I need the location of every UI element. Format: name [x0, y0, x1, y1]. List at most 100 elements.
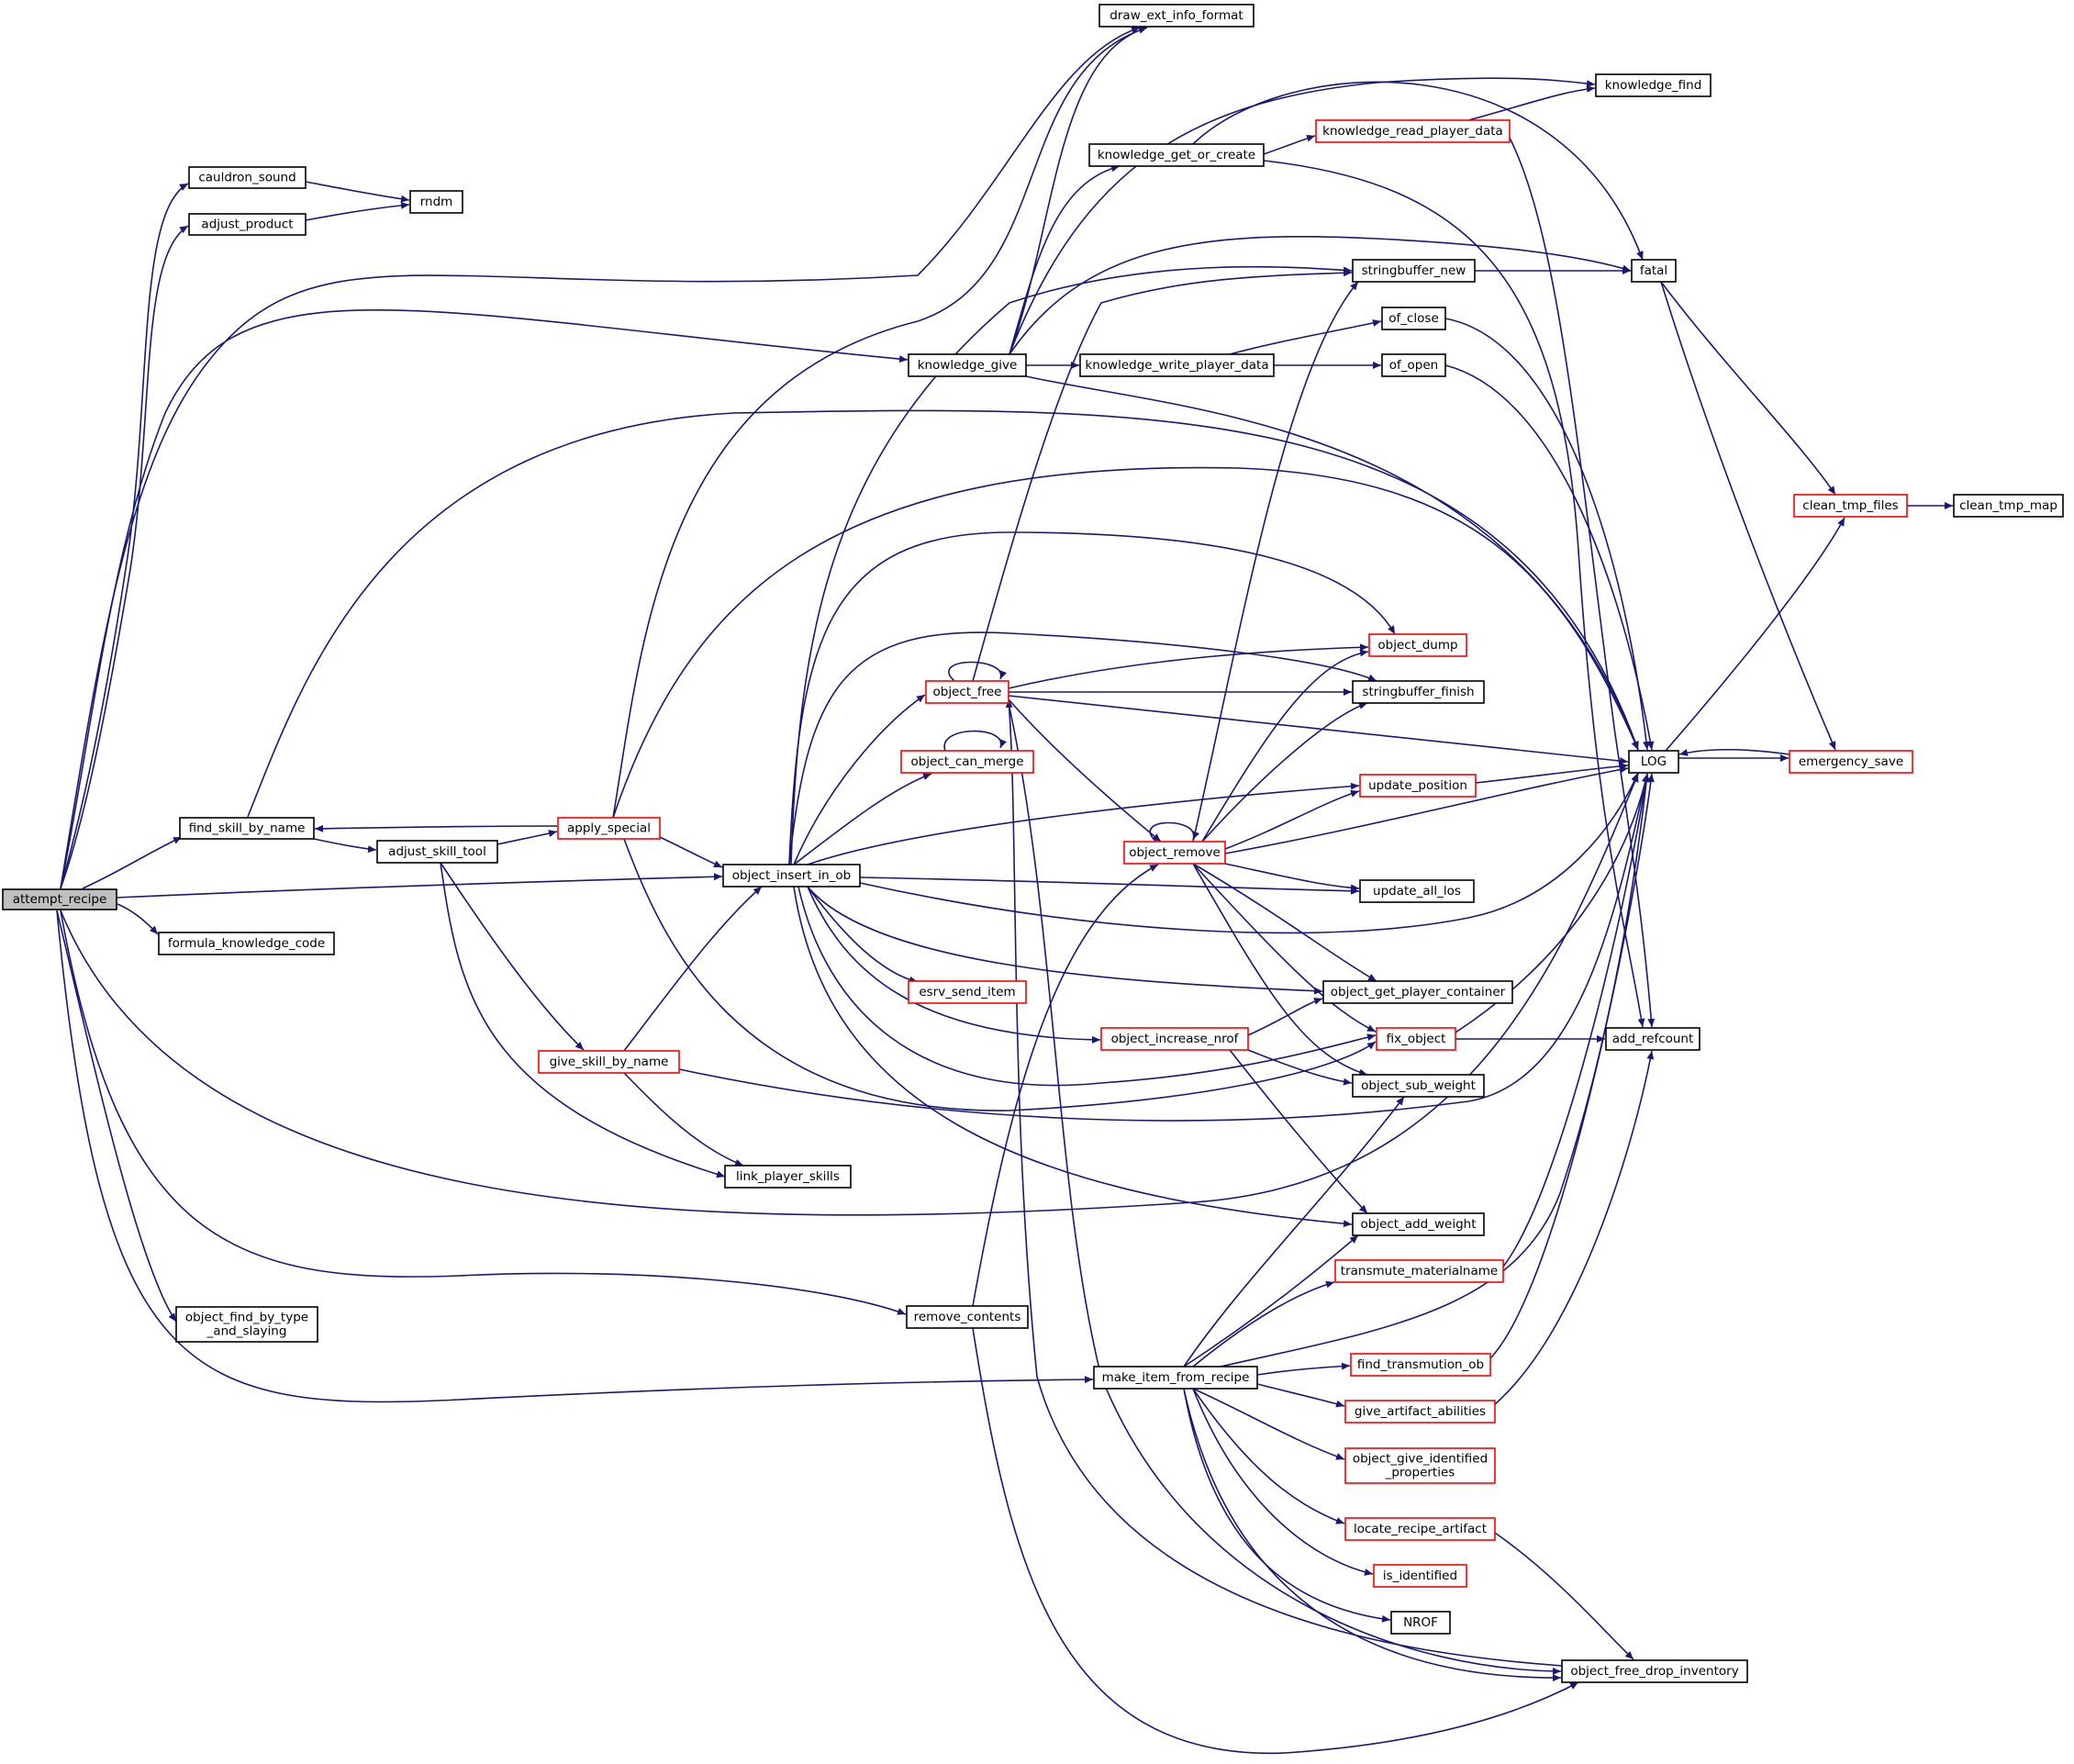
edge-attempt_recipe-to-formula_knowledge_code — [117, 903, 159, 935]
edge-apply_special-to-find_skill_by_name — [314, 824, 558, 832]
node-link_player_skills[interactable]: link_player_skills — [724, 1165, 852, 1189]
node-object_give_identified_properties[interactable]: object_give_identified_properties — [1344, 1447, 1496, 1484]
node-object_sub_weight[interactable]: object_sub_weight — [1352, 1074, 1485, 1098]
node-is_identified[interactable]: is_identified — [1373, 1564, 1467, 1588]
edge-knowledge_write_player_data-to-of_close — [1229, 319, 1382, 355]
node-of_close[interactable]: of_close — [1381, 307, 1446, 330]
edge-knowledge_give-to-knowledge_get_or_create — [1009, 164, 1121, 355]
edge-knowledge_give-to-LOG — [1025, 375, 1639, 751]
edge-adjust_skill_tool-to-apply_special — [496, 830, 558, 845]
node-transmute_materialname[interactable]: transmute_materialname — [1334, 1259, 1504, 1283]
node-object_free_drop_inventory[interactable]: object_free_drop_inventory — [1561, 1659, 1748, 1683]
node-box — [1352, 680, 1485, 704]
node-label: clean_tmp_map — [1959, 498, 2057, 513]
edge-object_free_drop_inventory-to-object_free — [1005, 698, 1563, 1667]
edge-locate_recipe_artifact-to-object_free_drop_inventory — [1494, 1532, 1634, 1660]
edge-object_free-to-object_remove — [1008, 698, 1162, 843]
edge-knowledge_get_or_create-to-knowledge_read_player_data — [1263, 134, 1316, 155]
node-object_free[interactable]: object_free — [925, 680, 1009, 704]
node-fix_object[interactable]: fix_object — [1376, 1027, 1456, 1051]
node-label: object_sub_weight — [1361, 1078, 1476, 1093]
node-locate_recipe_artifact[interactable]: locate_recipe_artifact — [1344, 1517, 1496, 1541]
node-draw_ext_info_format[interactable]: draw_ext_info_format — [1098, 4, 1254, 28]
function-nodes: attempt_recipe cauldron_sound adjust_produ… — [2, 4, 2064, 1683]
node-box — [409, 190, 463, 214]
node-find_transmution_ob[interactable]: find_transmution_ob — [1350, 1353, 1491, 1377]
node-box — [1334, 1259, 1504, 1283]
node-stringbuffer_new[interactable]: stringbuffer_new — [1352, 259, 1476, 283]
edge-make_item_from_recipe-to-find_transmution_ob — [1256, 1362, 1351, 1376]
node-object_insert_in_ob[interactable]: object_insert_in_ob — [722, 864, 861, 888]
node-remove_contents[interactable]: remove_contents — [906, 1305, 1029, 1329]
node-box — [906, 1305, 1029, 1329]
node-object_remove[interactable]: object_remove — [1123, 841, 1226, 865]
node-box — [1098, 4, 1254, 28]
edge-make_item_from_recipe-to-give_artifact_abilities — [1256, 1383, 1345, 1408]
edge-update_position-to-LOG — [1475, 762, 1629, 784]
node-add_refcount[interactable]: add_refcount — [1605, 1027, 1700, 1051]
node-knowledge_read_player_data[interactable]: knowledge_read_player_data — [1315, 119, 1511, 143]
node-label: transmute_materialname — [1341, 1264, 1498, 1278]
node-box — [900, 750, 1034, 774]
node-label: knowledge_write_player_data — [1085, 358, 1268, 373]
node-fatal[interactable]: fatal — [1631, 259, 1677, 283]
node-clean_tmp_files[interactable]: clean_tmp_files — [1793, 494, 1908, 518]
node-label: object_give_identified — [1353, 1452, 1488, 1467]
node-label: knowledge_give — [918, 358, 1018, 373]
edge-make_item_from_recipe-to-object_sub_weight — [1183, 1096, 1405, 1368]
edge-LOG-to-clean_tmp_files — [1665, 517, 1845, 752]
edge-find_skill_by_name-to-LOG — [247, 409, 1639, 818]
node-knowledge_give[interactable]: knowledge_give — [908, 353, 1027, 377]
node-rndm[interactable]: rndm — [409, 190, 463, 214]
node-NROF[interactable]: NROF — [1390, 1611, 1451, 1635]
node-object_find_by_type_and_slaying[interactable]: object_find_by_type_and_slaying — [175, 1306, 318, 1343]
node-update_position[interactable]: update_position — [1359, 774, 1477, 798]
node-label: update_position — [1368, 778, 1467, 793]
edge-object_insert_in_ob-to-LOG — [859, 772, 1639, 934]
edge-object_insert_in_ob-to-stringbuffer_finish — [788, 631, 1377, 865]
node-update_all_los[interactable]: update_all_los — [1359, 879, 1475, 903]
edge-transmute_materialname-to-LOG — [1502, 773, 1650, 1267]
node-object_get_player_container[interactable]: object_get_player_container — [1322, 980, 1513, 1004]
edge-make_item_from_recipe-to-transmute_materialname — [1192, 1280, 1335, 1368]
node-label: esrv_send_item — [919, 985, 1015, 999]
node-clean_tmp_map[interactable]: clean_tmp_map — [1953, 494, 2064, 518]
node-label: object_remove — [1129, 845, 1221, 860]
node-object_add_weight[interactable]: object_add_weight — [1352, 1212, 1485, 1236]
node-label: of_close — [1388, 311, 1439, 326]
node-give_skill_by_name[interactable]: give_skill_by_name — [538, 1050, 680, 1074]
node-object_dump[interactable]: object_dump — [1368, 633, 1467, 657]
node-object_increase_nrof[interactable]: object_increase_nrof — [1100, 1027, 1249, 1051]
node-attempt_recipe[interactable]: attempt_recipe — [2, 888, 117, 910]
edge-attempt_recipe-to-find_skill_by_name — [82, 836, 183, 889]
node-label: object_free — [933, 685, 1002, 699]
node-box — [724, 1165, 852, 1189]
node-adjust_product[interactable]: adjust_product — [188, 213, 307, 236]
node-knowledge_get_or_create[interactable]: knowledge_get_or_create — [1088, 143, 1265, 167]
edge-object_insert_in_ob-to-stringbuffer_new — [790, 265, 1353, 865]
node-label: clean_tmp_files — [1802, 498, 1898, 513]
node-box — [188, 213, 307, 236]
node-box — [1093, 1366, 1258, 1390]
node-knowledge_write_player_data[interactable]: knowledge_write_player_data — [1079, 353, 1275, 377]
node-LOG[interactable]: LOG — [1628, 750, 1679, 774]
node-object_can_merge[interactable]: object_can_merge — [900, 750, 1034, 774]
node-of_open[interactable]: of_open — [1381, 353, 1446, 377]
node-make_item_from_recipe[interactable]: make_item_from_recipe — [1093, 1366, 1258, 1390]
node-label: _and_slaying — [206, 1324, 287, 1339]
node-box — [925, 680, 1009, 704]
node-formula_knowledge_code[interactable]: formula_knowledge_code — [158, 932, 335, 955]
node-esrv_send_item[interactable]: esrv_send_item — [908, 980, 1027, 1004]
node-emergency_save[interactable]: emergency_save — [1789, 750, 1913, 774]
node-find_skill_by_name[interactable]: find_skill_by_name — [179, 817, 315, 840]
node-knowledge_find[interactable]: knowledge_find — [1595, 73, 1712, 97]
node-stringbuffer_finish[interactable]: stringbuffer_finish — [1352, 680, 1485, 704]
node-label: attempt_recipe — [13, 892, 107, 907]
edge-object_insert_in_ob-to-fix_object — [797, 886, 1377, 1087]
node-adjust_skill_tool[interactable]: adjust_skill_tool — [376, 840, 498, 864]
node-give_artifact_abilities[interactable]: give_artifact_abilities — [1344, 1400, 1496, 1423]
edge-make_item_from_recipe-to-LOG — [1220, 773, 1650, 1368]
node-cauldron_sound[interactable]: cauldron_sound — [188, 166, 307, 189]
node-apply_special[interactable]: apply_special — [557, 817, 661, 840]
node-box — [1352, 1074, 1485, 1098]
